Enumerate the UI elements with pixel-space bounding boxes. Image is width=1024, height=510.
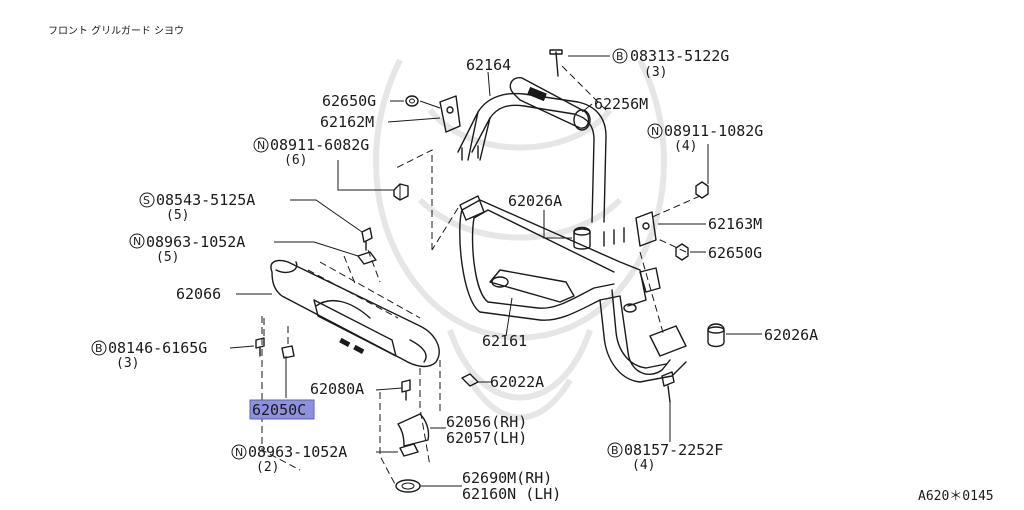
part-bolt-top bbox=[549, 49, 563, 77]
qty-08543: (5) bbox=[166, 208, 189, 223]
label-62163m: 62163M bbox=[708, 215, 762, 233]
assembly-dashes bbox=[261, 63, 701, 487]
label-62164: 62164 bbox=[466, 56, 511, 74]
label-08313-5122g: 08313-5122G bbox=[630, 47, 729, 65]
part-padding-cover bbox=[509, 77, 591, 131]
label-62080a: 62080A bbox=[310, 380, 364, 398]
part-grommet bbox=[395, 479, 421, 493]
label-08146-6165g: 08146-6165G bbox=[108, 339, 207, 357]
prefix-circle-b2 bbox=[91, 340, 107, 356]
prefix-s-08543: S bbox=[143, 194, 150, 207]
prefix-circle-n4 bbox=[231, 444, 247, 460]
label-62050c[interactable]: 62050C bbox=[252, 401, 306, 419]
prefix-n-1082g: N bbox=[651, 125, 659, 138]
label-08963-1052a-bottom: 08963-1052A bbox=[248, 443, 347, 461]
label-62057-lh: 62057(LH) bbox=[446, 429, 527, 447]
part-nut-6082g bbox=[393, 183, 409, 201]
part-bracket-plate bbox=[397, 413, 430, 457]
label-62056-rh: 62056(RH) bbox=[446, 413, 527, 431]
label-62066: 62066 bbox=[176, 285, 221, 303]
prefix-circle-n3 bbox=[129, 233, 145, 249]
qty-08911-1082g: (4) bbox=[674, 139, 697, 154]
label-62022a: 62022A bbox=[490, 373, 544, 391]
part-upper-hoop bbox=[457, 92, 607, 223]
watermark-emblem bbox=[373, 58, 667, 421]
qty-08313: (3) bbox=[644, 65, 667, 80]
label-62026a-right: 62026A bbox=[764, 326, 818, 344]
label-08911-1082g: 08911-1082G bbox=[664, 122, 763, 140]
part-bracket-right bbox=[635, 181, 709, 261]
part-skid-plate bbox=[270, 259, 440, 368]
label-08157-2252f: 08157-2252F bbox=[624, 441, 723, 459]
label-08963-1052a-top: 08963-1052A bbox=[146, 233, 245, 251]
highlight-box-62050c bbox=[249, 399, 315, 420]
leader-lines bbox=[229, 55, 762, 487]
label-62161: 62161 bbox=[482, 332, 527, 350]
part-stopper-top bbox=[573, 226, 591, 250]
prefix-circle-n2 bbox=[253, 137, 269, 153]
prefix-circle-s bbox=[139, 192, 155, 208]
diagram-code: A620＊0145 bbox=[918, 489, 994, 504]
prefix-b-08313: B bbox=[616, 50, 624, 63]
part-screws-left bbox=[255, 227, 479, 401]
label-08543-5125a: 08543-5125A bbox=[156, 191, 255, 209]
qty-08157: (4) bbox=[632, 458, 655, 473]
part-bolt-08157 bbox=[661, 371, 675, 403]
label-62690m-rh: 62690M(RH) bbox=[462, 469, 552, 487]
label-62026a-top: 62026A bbox=[508, 192, 562, 210]
part-lower-frame bbox=[459, 195, 687, 383]
part-labels: 62164 B 08313-5122G (3) 62650G 62256M 62… bbox=[91, 47, 818, 503]
qty-08146: (3) bbox=[116, 356, 139, 371]
part-bracket-left-top bbox=[405, 95, 461, 133]
prefix-b-08146: B bbox=[95, 342, 103, 355]
prefix-n-6082g: N bbox=[257, 139, 265, 152]
label-62650g-top: 62650G bbox=[322, 92, 376, 110]
qty-08963-bottom: (2) bbox=[256, 460, 279, 475]
part-stopper-right bbox=[707, 323, 725, 348]
label-62162m: 62162M bbox=[320, 113, 374, 131]
prefix-circle-b3 bbox=[607, 442, 623, 458]
prefix-n-08963-top: N bbox=[133, 235, 141, 248]
label-62256m: 62256M bbox=[594, 95, 648, 113]
label-62650g-right: 62650G bbox=[708, 244, 762, 262]
prefix-b-08157: B bbox=[611, 444, 619, 457]
diagram-title: フロント グリルガード シヨウ bbox=[48, 24, 184, 37]
prefix-n-08963-bottom: N bbox=[235, 446, 243, 459]
qty-08963-top: (5) bbox=[156, 250, 179, 265]
qty-08911-6082g: (6) bbox=[284, 153, 307, 168]
part-frame-bolts bbox=[461, 145, 625, 247]
label-08911-6082g: 08911-6082G bbox=[270, 136, 369, 154]
prefix-circle-b bbox=[612, 48, 628, 64]
prefix-circle-n1 bbox=[647, 123, 663, 139]
label-62160n-lh: 62160N (LH) bbox=[462, 485, 561, 503]
